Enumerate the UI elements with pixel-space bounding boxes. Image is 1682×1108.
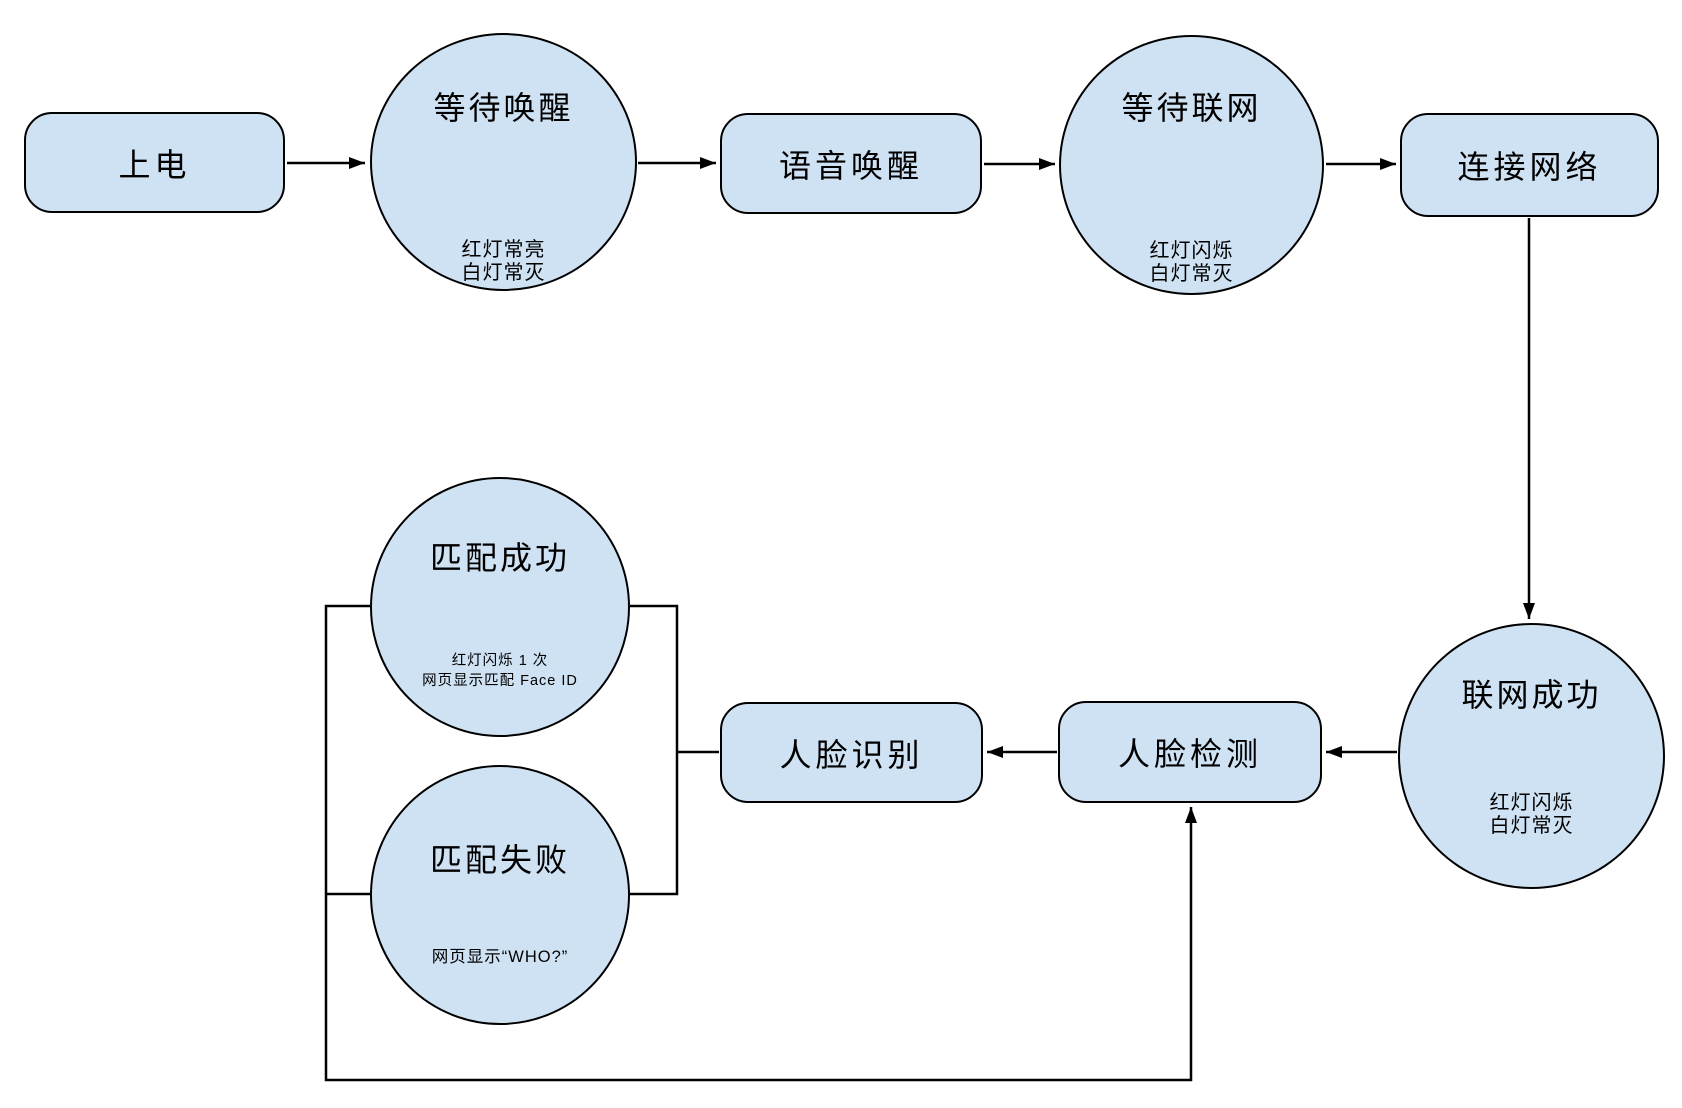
note-line: 白灯常灭 bbox=[461, 262, 546, 284]
node-wait-network-notes: 红灯闪烁 白灯常灭 bbox=[1061, 240, 1322, 286]
note-line: 白灯常灭 bbox=[1489, 815, 1574, 837]
note-line: 网页显示匹配 Face ID bbox=[422, 673, 578, 689]
note-line: 红灯闪烁 bbox=[1489, 792, 1574, 814]
node-connect-network: 连接网络 bbox=[1400, 113, 1659, 217]
node-network-success: 联网成功 红灯闪烁 白灯常灭 bbox=[1398, 623, 1665, 889]
node-face-detect: 人脸检测 bbox=[1058, 701, 1322, 803]
node-connect-network-label: 连接网络 bbox=[1457, 149, 1602, 185]
connector-match-bracket bbox=[630, 604, 679, 896]
node-face-recognize: 人脸识别 bbox=[720, 702, 983, 803]
node-face-detect-label: 人脸检测 bbox=[1117, 736, 1262, 772]
note-line: 红灯常亮 bbox=[461, 239, 546, 261]
connector-loop-to-facedetect bbox=[324, 604, 1197, 1082]
node-wait-network: 等待联网 红灯闪烁 白灯常灭 bbox=[1059, 35, 1324, 295]
node-match-success: 匹配成功 红灯闪烁 1 次 网页显示匹配 Face ID bbox=[370, 477, 630, 737]
node-network-success-title: 联网成功 bbox=[1461, 677, 1602, 713]
node-match-fail-notes: 网页显示“WHO?” bbox=[372, 947, 628, 967]
node-power-on: 上电 bbox=[24, 112, 285, 213]
note-line: 红灯闪烁 bbox=[1149, 240, 1234, 262]
node-match-success-notes: 红灯闪烁 1 次 网页显示匹配 Face ID bbox=[372, 651, 628, 691]
node-face-recognize-label: 人脸识别 bbox=[779, 736, 924, 773]
node-match-fail: 匹配失败 网页显示“WHO?” bbox=[370, 765, 630, 1025]
note-line: 红灯闪烁 1 次 bbox=[451, 653, 549, 669]
node-power-on-label: 上电 bbox=[118, 146, 191, 183]
node-wait-wake-title: 等待唤醒 bbox=[433, 90, 574, 126]
note-line: 白灯常灭 bbox=[1149, 263, 1234, 285]
note-line: 网页显示“WHO?” bbox=[431, 948, 569, 966]
node-wait-wake-notes: 红灯常亮 白灯常灭 bbox=[372, 239, 635, 285]
node-match-fail-title: 匹配失败 bbox=[429, 842, 570, 878]
node-wait-wake: 等待唤醒 红灯常亮 白灯常灭 bbox=[370, 33, 637, 291]
node-wait-network-title: 等待联网 bbox=[1121, 90, 1262, 126]
node-voice-wake: 语音唤醒 bbox=[720, 113, 982, 214]
node-network-success-notes: 红灯闪烁 白灯常灭 bbox=[1400, 792, 1663, 838]
node-match-success-title: 匹配成功 bbox=[429, 540, 570, 576]
node-voice-wake-label: 语音唤醒 bbox=[778, 147, 923, 184]
